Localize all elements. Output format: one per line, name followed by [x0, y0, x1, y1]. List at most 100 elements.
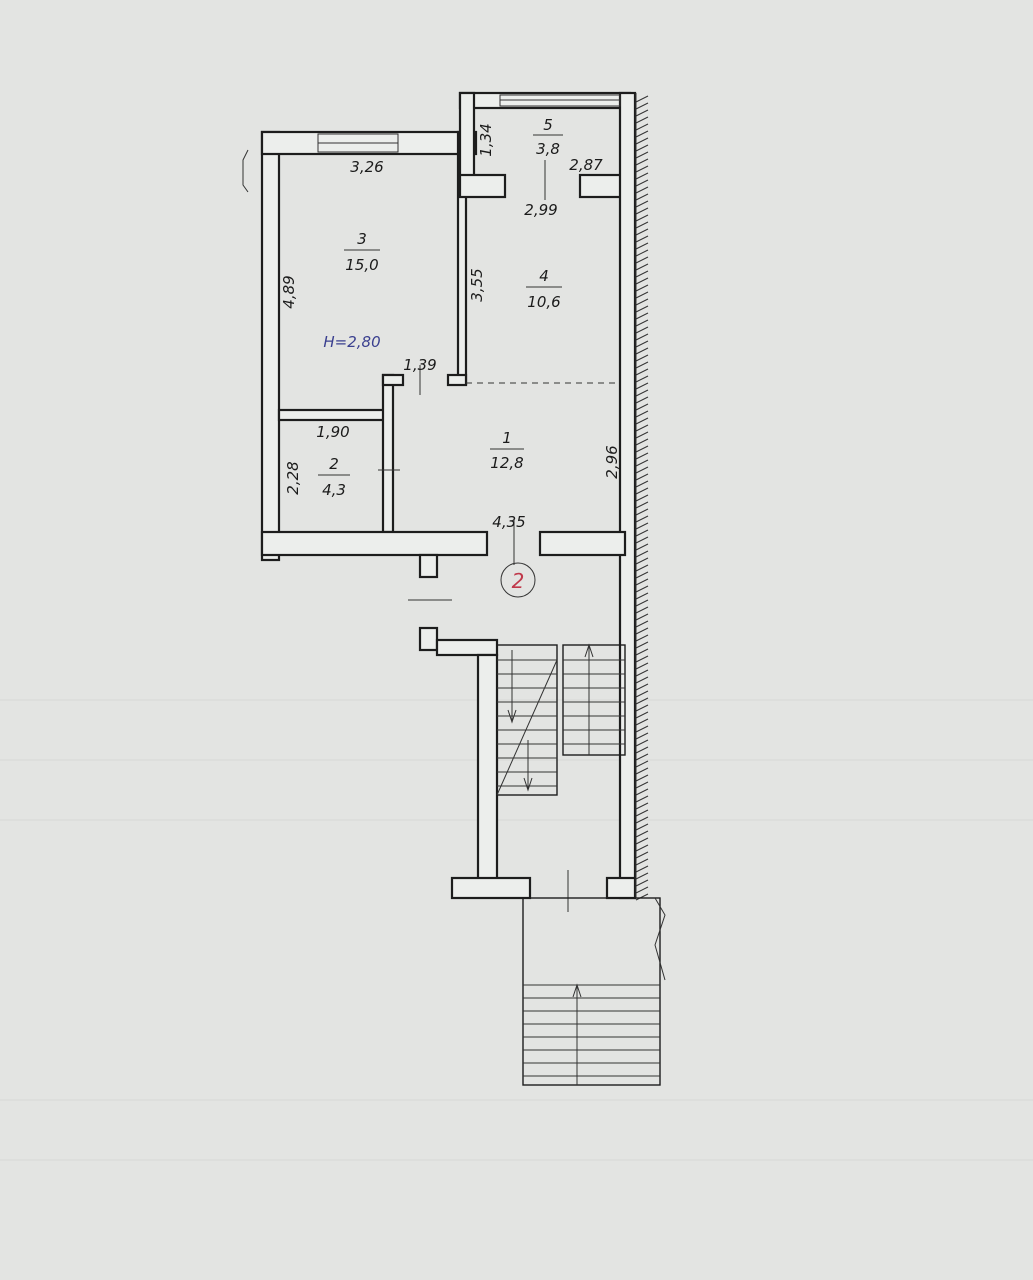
- hatch-line: [635, 305, 649, 313]
- dim-room1-width: 4,35: [492, 513, 525, 531]
- dim-room3-door: 1,39: [403, 356, 436, 374]
- hatch-line: [635, 466, 649, 474]
- hatch-line: [635, 235, 649, 243]
- dimensions: 3,26 4,89 1,39 1,90 2,28 2,99 3,55 2,87 …: [280, 123, 621, 531]
- hatch-line: [635, 648, 649, 656]
- dim-room1-length: 2,96: [603, 445, 621, 478]
- room-area: 15,0: [345, 256, 378, 274]
- hatch-line: [635, 753, 649, 761]
- room-number: 5: [543, 116, 553, 134]
- room-2-label: 2 4,3: [318, 455, 350, 499]
- dim-room2-length: 2,28: [284, 461, 302, 494]
- dim-room2-width: 1,90: [316, 423, 349, 441]
- hatch-line: [635, 837, 649, 845]
- hatch-line: [635, 102, 649, 110]
- hatch-line: [635, 340, 649, 348]
- hatch-line: [635, 207, 649, 215]
- hatch-line: [635, 158, 649, 166]
- dim-room4-length: 3,55: [468, 268, 486, 301]
- hatch-line: [635, 382, 649, 390]
- hatch-line: [635, 704, 649, 712]
- hatch-line: [635, 326, 649, 334]
- hatch-line: [635, 557, 649, 565]
- dim-room4-width: 2,99: [524, 201, 557, 219]
- hatch-line: [635, 347, 649, 355]
- hatch-line: [635, 130, 649, 138]
- hatch-line: [635, 634, 649, 642]
- hatch-line: [635, 277, 649, 285]
- hatch-line: [635, 137, 649, 145]
- hatch-line: [635, 214, 649, 222]
- hatch-line: [635, 480, 649, 488]
- hatch-line: [635, 662, 649, 670]
- hatch-line: [635, 620, 649, 628]
- hatch-line: [635, 732, 649, 740]
- hatch-line: [635, 151, 649, 159]
- hatch-line: [635, 683, 649, 691]
- hatch-line: [635, 186, 649, 194]
- hatch-line: [635, 403, 649, 411]
- dim-room3-width: 3,26: [350, 158, 383, 176]
- hatch-line: [635, 389, 649, 397]
- hatch-line: [635, 473, 649, 481]
- hatch-line: [635, 95, 649, 103]
- room-4-label: 4 10,6: [526, 267, 562, 311]
- hatch-line: [635, 844, 649, 852]
- stair-marker: 2: [500, 562, 536, 598]
- room-number: 4: [539, 267, 549, 285]
- hatch-line: [635, 263, 649, 271]
- hatch-line: [635, 767, 649, 775]
- hatch-line: [635, 459, 649, 467]
- hatch-line: [635, 445, 649, 453]
- hatch-line: [635, 641, 649, 649]
- hatch-line: [635, 669, 649, 677]
- hatch-line: [635, 529, 649, 537]
- hatch-line: [635, 144, 649, 152]
- dim-room3-length: 4,89: [280, 275, 298, 308]
- hatch-line: [635, 172, 649, 180]
- hatch-line: [635, 585, 649, 593]
- room-number: 3: [357, 230, 367, 248]
- hatch-line: [635, 515, 649, 523]
- room-area: 3,8: [536, 140, 560, 158]
- hatch-line: [635, 319, 649, 327]
- hatch-line: [635, 550, 649, 558]
- hatch-line: [635, 312, 649, 320]
- hatch-line: [635, 228, 649, 236]
- hatch-line: [635, 165, 649, 173]
- hatch-line: [635, 396, 649, 404]
- dim-room5-width: 2,87: [569, 156, 603, 174]
- hatch-line: [635, 760, 649, 768]
- hatch-line: [635, 522, 649, 530]
- stair-marker-number: 2: [512, 569, 525, 593]
- hatch-line: [635, 865, 649, 873]
- hatch-line: [635, 298, 649, 306]
- hatch-line: [635, 543, 649, 551]
- walls: [260, 91, 637, 900]
- hatch-line: [635, 564, 649, 572]
- hatch-line: [635, 788, 649, 796]
- hatch-line: [635, 571, 649, 579]
- hatch-line: [635, 116, 649, 124]
- hatch-line: [635, 123, 649, 131]
- windows: [317, 94, 621, 153]
- hatch-line: [635, 109, 649, 117]
- hatch-line: [635, 487, 649, 495]
- hatch-line: [635, 592, 649, 600]
- ceiling-height: H=2,80: [323, 333, 380, 351]
- hatch-line: [635, 536, 649, 544]
- room-5-label: 5 3,8: [533, 116, 563, 158]
- hatch-line: [635, 690, 649, 698]
- dim-room5-length: 1,34: [477, 123, 495, 156]
- hatch-line: [635, 599, 649, 607]
- hatch-line: [635, 424, 649, 432]
- hatch-line: [635, 893, 649, 901]
- hatch-line: [635, 851, 649, 859]
- room-number: 1: [502, 429, 512, 447]
- hatch-line: [635, 375, 649, 383]
- hatch-line: [635, 795, 649, 803]
- door-marks: [242, 149, 569, 912]
- hatch-line: [635, 354, 649, 362]
- room-area: 12,8: [490, 454, 523, 472]
